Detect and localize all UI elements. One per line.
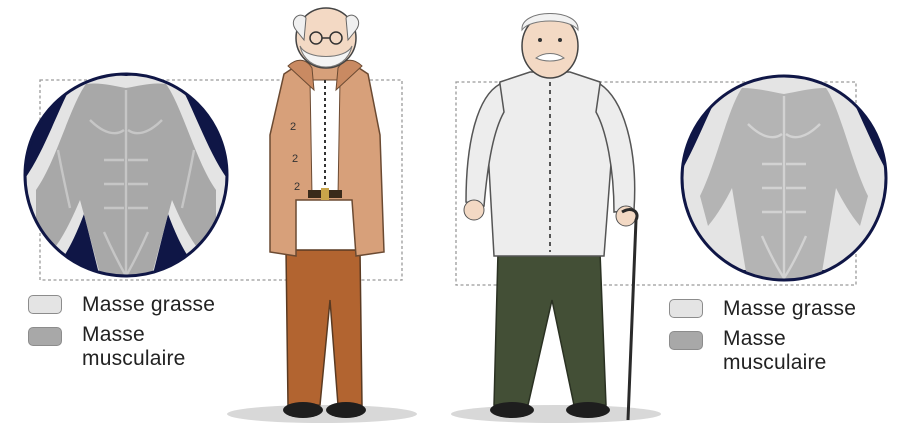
fat-mass-swatch [28,295,62,314]
legend-fat-mass: Masse grasse [669,297,856,321]
svg-text:2: 2 [292,153,298,165]
fat-mass-swatch [669,299,703,318]
elderly-man-with-cane-figure [464,14,637,421]
right-legend: Masse grasse Masse musculaire [669,297,856,375]
svg-text:2: 2 [290,121,296,133]
muscle-mass-label: Masse musculaire [82,323,186,371]
legend-muscle-mass: Masse musculaire [669,327,856,375]
fat-mass-label: Masse grasse [82,293,215,317]
muscle-mass-label: Masse musculaire [723,327,827,375]
legend-fat-mass: Masse grasse [28,293,215,317]
svg-text:2: 2 [294,181,300,193]
elderly-man-in-coat-figure: 2 2 2 [270,8,384,418]
left-legend: Masse grasse Masse musculaire [28,293,215,371]
fat-mass-label: Masse grasse [723,297,856,321]
muscle-mass-swatch [669,331,703,350]
right-torso-circle [670,70,896,284]
legend-muscle-mass: Masse musculaire [28,323,215,371]
muscle-mass-swatch [28,327,62,346]
left-torso-circle [20,72,232,286]
